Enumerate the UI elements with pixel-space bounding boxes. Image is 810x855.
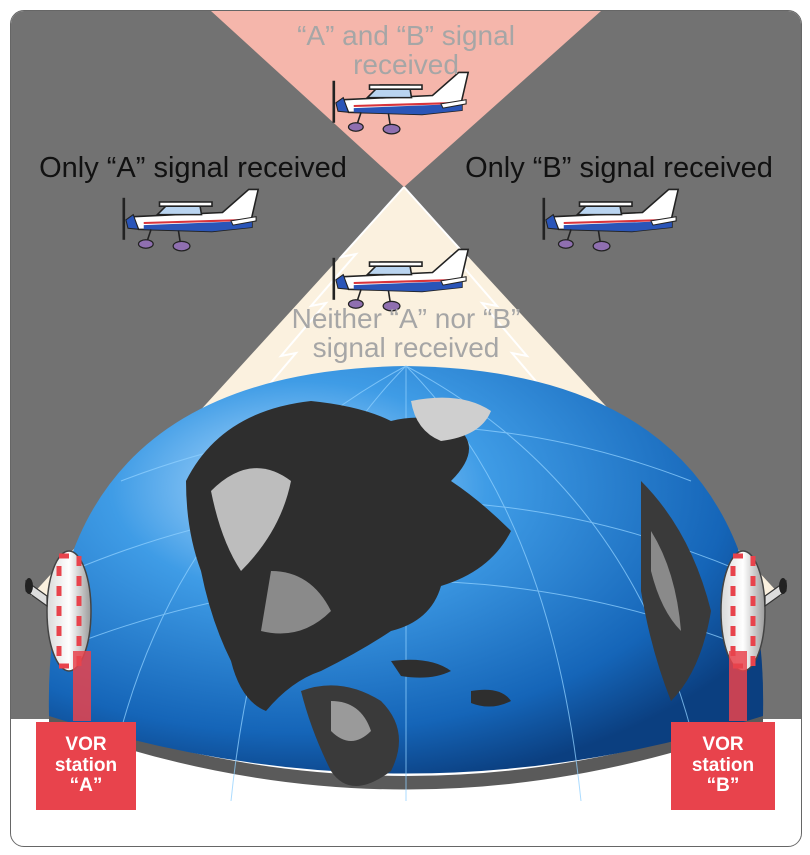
vor-diagram: “A” and “B” signal received Only “A” sig… bbox=[10, 10, 802, 847]
both-signal-label: “A” and “B” signal received bbox=[297, 20, 515, 81]
station-b-line3: “B” bbox=[706, 775, 740, 797]
station-b-line1: VOR bbox=[702, 734, 744, 756]
globe-shadow bbox=[49, 711, 763, 790]
vor-station-b-tag: VOR station “B” bbox=[671, 722, 775, 810]
vor-station-a-tag: VOR station “A” bbox=[36, 722, 136, 810]
only-b-label: Only “B” signal received bbox=[465, 152, 773, 184]
neither-signal-label: Neither “A” nor “B” signal received bbox=[291, 303, 521, 364]
vor-antenna-icon bbox=[25, 550, 92, 721]
station-a-line1: VOR bbox=[65, 734, 107, 756]
diagram-canvas bbox=[11, 11, 801, 846]
only-a-label: Only “A” signal received bbox=[39, 152, 347, 184]
station-a-line3: “A” bbox=[69, 775, 103, 797]
station-a-line2: station bbox=[54, 754, 118, 776]
vor-antenna-icon bbox=[720, 550, 787, 721]
globe-icon bbox=[48, 365, 764, 802]
station-b-line2: station bbox=[691, 754, 755, 776]
